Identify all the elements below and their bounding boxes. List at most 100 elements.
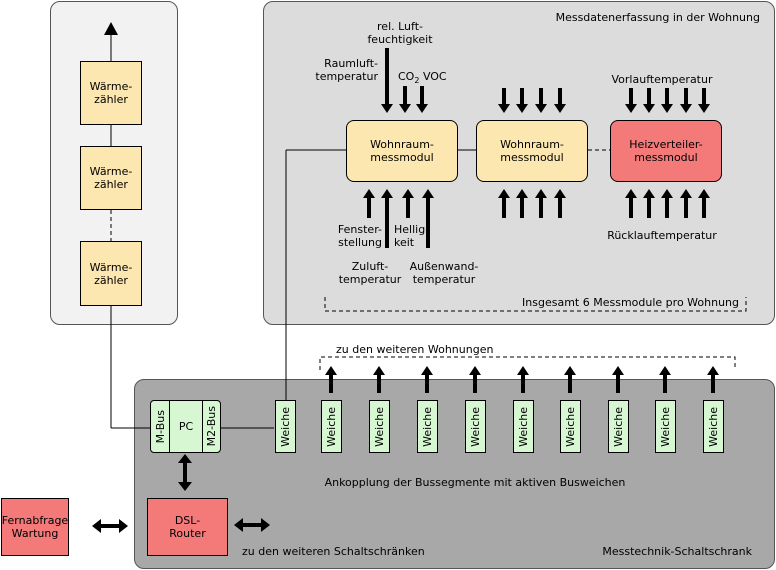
apartment-arrow-shaft	[711, 374, 715, 393]
dsl-router: DSL- Router	[147, 498, 228, 556]
pc-core: PC	[169, 401, 203, 452]
heat-meter-label: Wärme- zähler	[89, 80, 133, 106]
heating-module: Heizverteiler- messmodul	[610, 120, 722, 182]
sensor-arrow-shaft	[539, 197, 543, 218]
bus-switch: Weiche	[417, 400, 438, 453]
sensor-arrow-head	[625, 104, 637, 113]
more-cabinets-note: zu den weiteren Schaltschränken	[242, 545, 425, 558]
sensor-arrow-head	[498, 104, 510, 113]
m-bus-label: M-Bus	[153, 409, 167, 444]
wall-temp-label: Außenwand- temperatur	[409, 260, 479, 286]
heat-meter-2: Wärme- zähler	[80, 146, 142, 210]
m2-bus-label: M2-Bus	[205, 406, 218, 447]
sensor-arrow-shaft	[702, 88, 706, 105]
apartment-arrow-head	[469, 366, 481, 375]
cabinets-arrow	[242, 523, 262, 527]
bus-switch: Weiche	[369, 400, 390, 453]
modules-bracket	[324, 297, 747, 312]
pc-unit: M-Bus PC M2-Bus	[150, 400, 221, 453]
humidity-label: rel. Luft- feuchtigkeit	[367, 20, 433, 46]
m2-bus-port: M2-Bus	[202, 401, 220, 452]
sensor-arrow-shaft	[403, 86, 407, 105]
co2-subscript: 2	[414, 76, 420, 86]
bus-switch-label: Weiche	[279, 406, 292, 447]
voc-text: VOC	[422, 70, 447, 83]
remote-router-arrow	[100, 524, 120, 528]
apartment-arrow-head	[373, 366, 385, 375]
apartment-arrow-shaft	[329, 374, 333, 393]
apartment-arrow-head	[564, 366, 576, 375]
apartment-arrow-shaft	[616, 374, 620, 393]
living-module-2: Wohnraum- messmodul	[476, 120, 588, 182]
sensor-arrow-head	[381, 189, 393, 198]
remote-label: Fernabfrage Wartung	[1, 514, 69, 540]
sensor-arrow-shaft	[385, 48, 389, 105]
sensor-arrow-shaft	[520, 197, 524, 218]
sensor-arrow-shaft	[420, 86, 424, 105]
bus-switch: Weiche	[703, 400, 724, 453]
co2-voc-label: CO2 VOC	[398, 70, 447, 87]
sensor-arrow-head	[363, 189, 375, 198]
sensor-arrow-head	[661, 104, 673, 113]
sensor-arrow-shaft	[647, 197, 651, 218]
apartment-arrow-shaft	[568, 374, 572, 393]
router-label: DSL- Router	[169, 514, 206, 540]
bus-switch: Weiche	[321, 400, 342, 453]
flow-temp-label: Vorlauftemperatur	[611, 73, 713, 86]
sensor-arrow-head	[416, 104, 428, 113]
window-label: Fenster- stellung	[337, 223, 382, 249]
pc-label: PC	[178, 420, 194, 433]
heat-meter-label: Wärme- zähler	[89, 260, 133, 287]
module-label: Wohnraum- messmodul	[370, 138, 434, 164]
bus-switch: Weiche	[513, 400, 534, 453]
bus-switch-label: Weiche	[612, 406, 625, 447]
co2-text: CO	[398, 70, 415, 83]
sensor-arrow-shaft	[539, 88, 543, 105]
apartment-arrow-shaft	[425, 374, 429, 393]
sensor-arrow-head	[535, 189, 547, 198]
bus-switch: Weiche	[655, 400, 676, 453]
sensor-arrow-shaft	[502, 88, 506, 105]
sensor-arrow-head	[680, 189, 692, 198]
sensor-arrow-shaft	[629, 88, 633, 105]
apartment-arrow-head	[659, 366, 671, 375]
sensor-arrow-shaft	[665, 88, 669, 105]
bus-switch-label: Weiche	[469, 406, 482, 447]
bus-switch: Weiche	[275, 400, 296, 453]
sensor-arrow-shaft	[684, 88, 688, 105]
sensor-arrow-shaft	[629, 197, 633, 218]
return-temp-label: Rücklauftemperatur	[607, 229, 717, 242]
sensor-arrow-shaft	[520, 88, 524, 105]
bus-switch-label: Weiche	[517, 406, 530, 447]
arrow-group	[325, 48, 719, 393]
sensor-arrow-shaft	[684, 197, 688, 218]
more-apartments-note: zu den weiteren Wohnungen	[336, 343, 494, 356]
up-arrow	[104, 22, 118, 35]
apartments-bracket	[319, 356, 736, 370]
room-temp-label: Raumluft- temperatur	[315, 57, 378, 83]
bus-switch: Weiche	[560, 400, 581, 453]
modules-total-note: Insgesamt 6 Messmodule pro Wohnung	[522, 296, 739, 309]
m-bus-port: M-Bus	[151, 401, 170, 452]
sensor-arrow-shaft	[385, 197, 389, 248]
apartment-arrow-shaft	[473, 374, 477, 393]
sensor-arrow-head	[554, 104, 566, 113]
apartment-arrow-head	[612, 366, 624, 375]
sensor-arrow-head	[516, 104, 528, 113]
apartment-arrow-head	[517, 366, 529, 375]
bus-switch-label: Weiche	[325, 406, 338, 447]
sensor-arrow-head	[422, 189, 434, 198]
pc-router-arrow	[183, 461, 187, 483]
sensor-arrow-head	[498, 189, 510, 198]
heat-meter-label: Wärme- zähler	[89, 165, 133, 191]
sensor-arrow-shaft	[406, 197, 410, 218]
sensor-arrow-head	[680, 104, 692, 113]
sensor-arrow-head	[698, 104, 710, 113]
heat-meter-1: Wärme- zähler	[80, 61, 142, 125]
sensor-arrow-shaft	[665, 197, 669, 218]
sensor-arrow-shaft	[647, 88, 651, 105]
apartment-arrow-shaft	[521, 374, 525, 393]
bus-switch: Weiche	[465, 400, 486, 453]
cabinet-panel-title: Messtechnik-Schaltschrank	[602, 545, 752, 558]
sensor-arrow-shaft	[558, 88, 562, 105]
